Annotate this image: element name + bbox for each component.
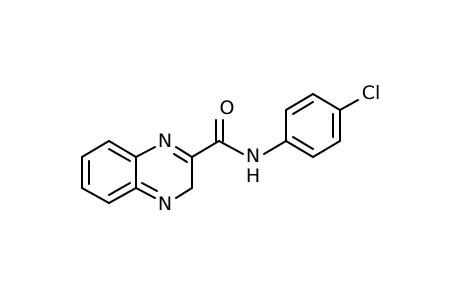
- atom-label-chlorine: Cl: [362, 82, 381, 104]
- atom-label-carbonyl-oxygen: O: [220, 97, 235, 119]
- bond: [339, 99, 359, 111]
- atom-label-n1: N: [158, 130, 172, 152]
- bond: [108, 187, 137, 204]
- bond: [175, 187, 193, 199]
- bond: [312, 93, 341, 111]
- bond: [81, 187, 110, 204]
- bond: [292, 101, 314, 115]
- bond: [175, 146, 193, 158]
- bond: [263, 140, 287, 155]
- bond: [108, 182, 131, 196]
- bond: [218, 140, 244, 155]
- bond: [108, 148, 131, 162]
- bond: [312, 140, 341, 158]
- amide-group: [191, 119, 287, 158]
- bond: [285, 140, 314, 158]
- atom-label-amide-hydrogen: H: [246, 165, 260, 187]
- bond: [135, 187, 156, 199]
- bond: [173, 153, 188, 163]
- atom-label-n4: N: [158, 193, 172, 215]
- pyrazine-ring: [135, 146, 193, 199]
- bond: [81, 140, 110, 158]
- bond: [191, 140, 220, 158]
- bond: [285, 93, 314, 111]
- bond: [135, 146, 156, 158]
- bond: [108, 140, 137, 158]
- benzo-ring: [81, 140, 137, 204]
- atom-label-amide-nitrogen: N: [246, 145, 260, 167]
- bond: [292, 136, 314, 150]
- bond: [141, 182, 158, 192]
- chlorophenyl-ring: [285, 93, 359, 158]
